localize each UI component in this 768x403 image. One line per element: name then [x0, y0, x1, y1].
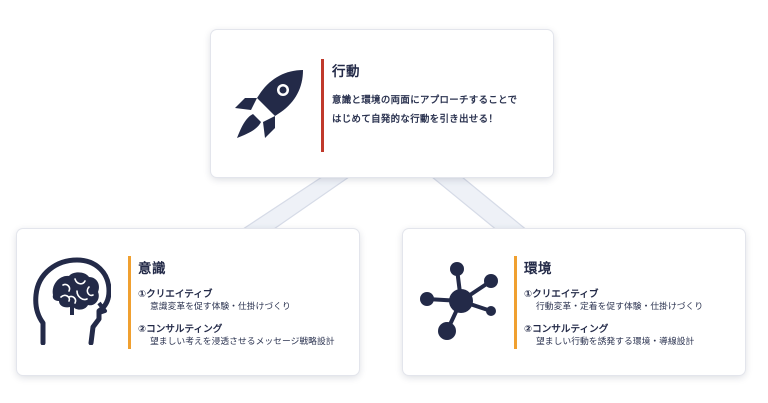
awareness-title: 意識	[138, 261, 166, 277]
awareness-accent-bar	[128, 256, 131, 349]
action-description-line-2: はじめて自発的な行動を引き出せる！	[332, 114, 499, 125]
head-brain-icon	[33, 257, 111, 345]
environment-item-1: ①クリエイティブ 行動変革・定着を促す体験・仕掛けづくり	[524, 288, 703, 314]
action-accent-bar	[321, 59, 324, 152]
awareness-items: ①クリエイティブ 意識変革を促す体験・仕掛けづくり ②コンサルティング 望ましい…	[138, 288, 335, 358]
action-title: 行動	[332, 64, 360, 80]
environment-item-1-title: ①クリエイティブ	[524, 289, 599, 300]
awareness-item-1-title: ①クリエイティブ	[138, 289, 213, 300]
awareness-item-2: ②コンサルティング 望ましい考えを浸透させるメッセージ戦略設計	[138, 323, 335, 349]
awareness-item-2-title: ②コンサルティング	[138, 324, 223, 335]
environment-accent-bar	[514, 256, 517, 349]
environment-item-2-desc: 望ましい行動を誘発する環境・導線設計	[536, 337, 695, 347]
awareness-card: 意識 ①クリエイティブ 意識変革を促す体験・仕掛けづくり ②コンサルティング 望…	[17, 229, 359, 375]
environment-item-1-desc: 行動変革・定着を促す体験・仕掛けづくり	[536, 302, 704, 312]
rocket-icon	[235, 70, 303, 138]
environment-items: ①クリエイティブ 行動変革・定着を促す体験・仕掛けづくり ②コンサルティング 望…	[524, 288, 703, 358]
environment-item-2-title: ②コンサルティング	[524, 324, 609, 335]
environment-title: 環境	[524, 261, 552, 277]
awareness-item-2-desc: 望ましい考えを浸透させるメッセージ戦略設計	[150, 337, 335, 347]
environment-item-2: ②コンサルティング 望ましい行動を誘発する環境・導線設計	[524, 323, 703, 349]
awareness-item-1-desc: 意識変革を促す体験・仕掛けづくり	[150, 302, 291, 312]
awareness-item-1: ①クリエイティブ 意識変革を促す体験・仕掛けづくり	[138, 288, 335, 314]
action-description-line-1: 意識と環境の両面にアプローチすることで	[332, 95, 518, 106]
action-description: 意識と環境の両面にアプローチすることで はじめて自発的な行動を引き出せる！	[332, 91, 517, 129]
action-card: 行動 意識と環境の両面にアプローチすることで はじめて自発的な行動を引き出せる！	[211, 30, 553, 177]
environment-card: 環境 ①クリエイティブ 行動変革・定着を促す体験・仕掛けづくり ②コンサルティン…	[403, 229, 745, 375]
network-icon	[420, 262, 498, 340]
